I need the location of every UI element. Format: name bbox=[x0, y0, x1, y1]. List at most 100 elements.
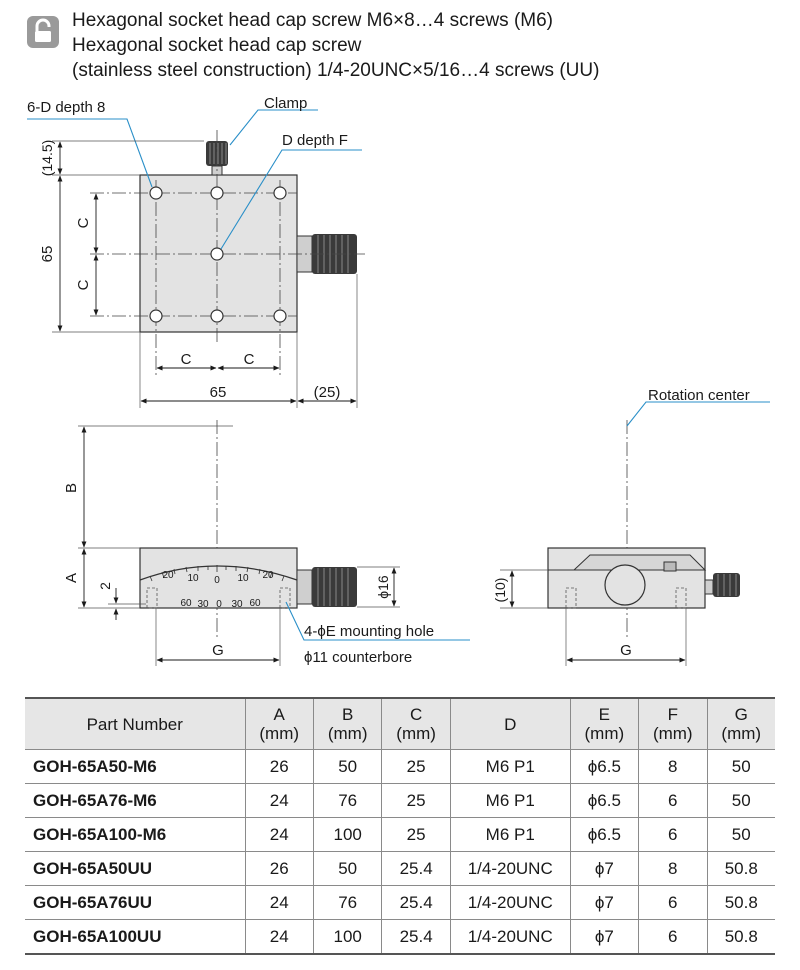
table-cell: 50.8 bbox=[706, 885, 775, 920]
screw-note-line-3: (stainless steel construction) 1/4-20UNC… bbox=[72, 60, 600, 81]
table-cell: ϕ6.5 bbox=[569, 749, 640, 784]
dim-65-horizontal: 65 bbox=[210, 384, 227, 401]
table-cell: 100 bbox=[312, 817, 383, 852]
screw-note-header: Hexagonal socket head cap screw M6×8…4 s… bbox=[0, 0, 800, 90]
table-cell: 6 bbox=[638, 817, 708, 852]
scale-lower-1: 30 bbox=[197, 599, 209, 610]
dim-g-front: G bbox=[212, 642, 224, 659]
dim-2: 2 bbox=[97, 582, 113, 590]
label-d-depth-f: D depth F bbox=[282, 132, 348, 149]
table-cell: M6 P1 bbox=[449, 817, 571, 852]
table-cell: 25 bbox=[381, 817, 451, 852]
table-cell: 25.4 bbox=[381, 919, 451, 955]
column-header-b: B(mm) bbox=[312, 697, 383, 750]
rotation-shaft bbox=[604, 564, 646, 606]
dim-14-5: (14.5) bbox=[39, 140, 55, 177]
table-cell: 24 bbox=[244, 885, 314, 920]
table-cell: 26 bbox=[244, 749, 314, 784]
table-cell: 25 bbox=[381, 749, 451, 784]
column-header-part-number: Part Number bbox=[25, 697, 246, 750]
column-unit: (mm) bbox=[327, 724, 368, 743]
column-header-f: F(mm) bbox=[638, 697, 708, 750]
table-cell: 76 bbox=[312, 885, 383, 920]
table-cell: 1/4-20UNC bbox=[449, 919, 571, 955]
column-header-a: A(mm) bbox=[244, 697, 314, 750]
column-name: D bbox=[504, 714, 517, 734]
micrometer-knob-front bbox=[312, 567, 357, 607]
table-cell: 8 bbox=[638, 749, 708, 784]
part-number-cell: GOH-65A76-M6 bbox=[25, 783, 246, 818]
label-rotation-center: Rotation center bbox=[648, 387, 750, 404]
technical-drawing: 6-D depth 8 Clamp D depth F (14.5) 65 C … bbox=[27, 95, 770, 666]
scale-lower-4: 60 bbox=[249, 598, 261, 609]
table-cell: ϕ7 bbox=[569, 851, 640, 886]
table-cell: 50.8 bbox=[706, 919, 775, 955]
scale-lower-2: 0 bbox=[216, 599, 222, 610]
scale-upper-3: 10 bbox=[237, 573, 249, 584]
table-cell: 76 bbox=[312, 783, 383, 818]
column-name: E bbox=[598, 705, 610, 724]
dim-c-right: C bbox=[244, 351, 255, 368]
column-name: Part Number bbox=[86, 714, 183, 734]
table-cell: 8 bbox=[638, 851, 708, 886]
lock-icon bbox=[27, 16, 59, 48]
scale-upper-1: 10 bbox=[187, 573, 199, 584]
table-cell: 24 bbox=[244, 817, 314, 852]
table-cell: 26 bbox=[244, 851, 314, 886]
dim-65-vertical: 65 bbox=[39, 246, 56, 263]
table-cell: 6 bbox=[638, 885, 708, 920]
scale-upper-4: 20 bbox=[262, 570, 274, 581]
table-cell: M6 P1 bbox=[449, 749, 571, 784]
part-number-cell: GOH-65A50UU bbox=[25, 851, 246, 886]
stage-side-body bbox=[139, 547, 298, 609]
table-cell: 25.4 bbox=[381, 851, 451, 886]
column-header-d: D bbox=[449, 697, 571, 750]
part-number-cell: GOH-65A100-M6 bbox=[25, 817, 246, 852]
table-cell: 100 bbox=[312, 919, 383, 955]
dim-a: A bbox=[63, 573, 80, 583]
label-counterbore: ϕ11 counterbore bbox=[304, 649, 412, 666]
column-unit: (mm) bbox=[721, 724, 762, 743]
scale-upper-2: 0 bbox=[214, 575, 220, 586]
label-clamp: Clamp bbox=[264, 95, 307, 112]
column-name: F bbox=[667, 705, 678, 724]
dim-b: B bbox=[63, 483, 80, 493]
table-cell: 6 bbox=[638, 783, 708, 818]
part-number-cell: GOH-65A76UU bbox=[25, 885, 246, 920]
dim-c-lower: C bbox=[75, 279, 92, 290]
table-cell: 1/4-20UNC bbox=[449, 885, 571, 920]
side-clamp-knob bbox=[713, 573, 740, 597]
table-cell: 50 bbox=[312, 851, 383, 886]
table-cell: ϕ6.5 bbox=[569, 783, 640, 818]
side-view: Rotation center (10) G bbox=[492, 387, 770, 666]
table-cell: M6 P1 bbox=[449, 783, 571, 818]
table-cell: 50 bbox=[312, 749, 383, 784]
table-cell: ϕ7 bbox=[569, 885, 640, 920]
table-cell: 25 bbox=[381, 783, 451, 818]
front-view: 20 10 0 10 20 60 30 0 30 60 bbox=[63, 420, 470, 666]
table-cell: 50 bbox=[706, 749, 775, 784]
screw-note-line-1: Hexagonal socket head cap screw M6×8…4 s… bbox=[72, 10, 554, 31]
column-unit: (mm) bbox=[396, 724, 436, 743]
table-cell: 6 bbox=[638, 919, 708, 955]
part-number-cell: GOH-65A50-M6 bbox=[25, 749, 246, 784]
column-header-g: G(mm) bbox=[706, 697, 775, 750]
column-unit: (mm) bbox=[584, 724, 625, 743]
dim-c-left: C bbox=[181, 351, 192, 368]
column-unit: (mm) bbox=[652, 724, 693, 743]
column-name: A bbox=[273, 705, 285, 724]
table-cell: 50.8 bbox=[706, 851, 775, 886]
dim-10: (10) bbox=[492, 578, 508, 603]
table-cell: ϕ7 bbox=[569, 919, 640, 955]
dim-g-side: G bbox=[620, 642, 632, 659]
column-unit: (mm) bbox=[259, 724, 300, 743]
column-header-e: E(mm) bbox=[569, 697, 640, 750]
dim-c-upper: C bbox=[75, 217, 92, 228]
